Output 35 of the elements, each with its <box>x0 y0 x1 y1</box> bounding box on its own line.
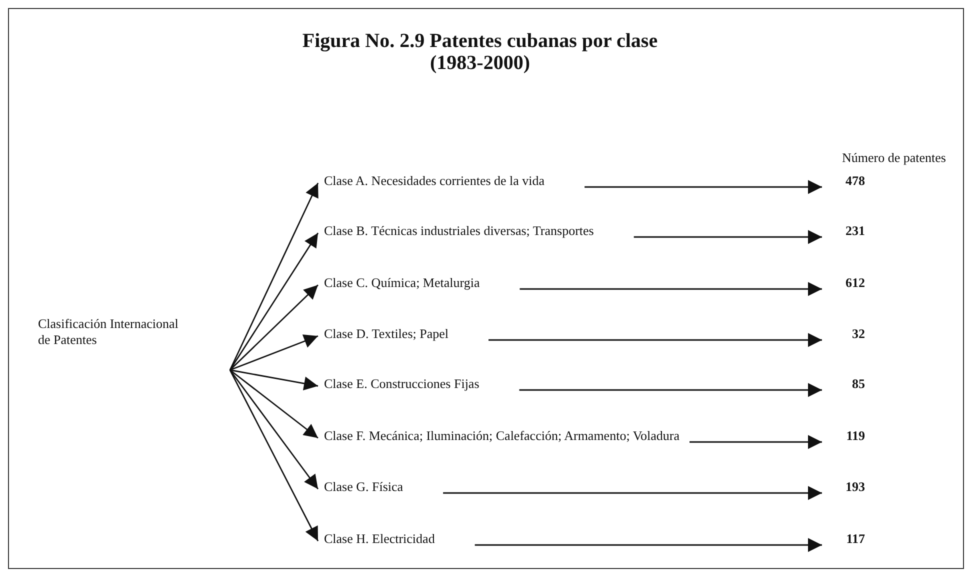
class-label: Clase F. Mecánica; Iluminación; Calefacción; Armamento; Voladura <box>324 428 680 444</box>
arrow <box>229 370 319 490</box>
arrow <box>519 383 822 397</box>
count-value: 119 <box>830 428 865 444</box>
arrow <box>584 180 822 194</box>
count-value: 117 <box>830 531 865 547</box>
class-label: Clase E. Construcciones Fijas <box>324 376 480 392</box>
arrow <box>230 369 318 390</box>
arrow <box>229 182 319 370</box>
count-value: 612 <box>830 275 865 291</box>
count-value: 478 <box>830 173 865 189</box>
arrow <box>230 334 318 371</box>
class-label: Clase D. Textiles; Papel <box>324 326 448 342</box>
count-value: 32 <box>830 326 865 342</box>
arrow <box>690 435 822 449</box>
arrow <box>520 282 822 296</box>
diagram-title: Figura No. 2.9 Patentes cubanas por clase (1983-2000) <box>301 30 659 74</box>
arrow <box>229 370 319 542</box>
arrow <box>229 232 319 370</box>
column-heading: Número de patentes <box>842 150 946 166</box>
class-label: Clase G. Física <box>324 479 404 495</box>
arrow <box>230 284 318 370</box>
arrow <box>488 333 822 347</box>
arrow <box>443 486 822 500</box>
arrow <box>230 369 318 439</box>
category-label: Clasificación Internacional de Patentes <box>38 316 188 348</box>
arrow <box>474 538 822 552</box>
arrow <box>634 230 822 244</box>
class-label: Clase A. Necesidades corrientes de la vida <box>324 173 545 189</box>
count-value: 193 <box>830 479 865 495</box>
class-label: Clase B. Técnicas industriales diversas; Transportes <box>324 223 594 239</box>
count-value: 231 <box>830 223 865 239</box>
class-label: Clase C. Química; Metalurgia <box>324 275 480 291</box>
count-value: 85 <box>830 376 865 392</box>
class-label: Clase H. Electricidad <box>324 531 435 547</box>
